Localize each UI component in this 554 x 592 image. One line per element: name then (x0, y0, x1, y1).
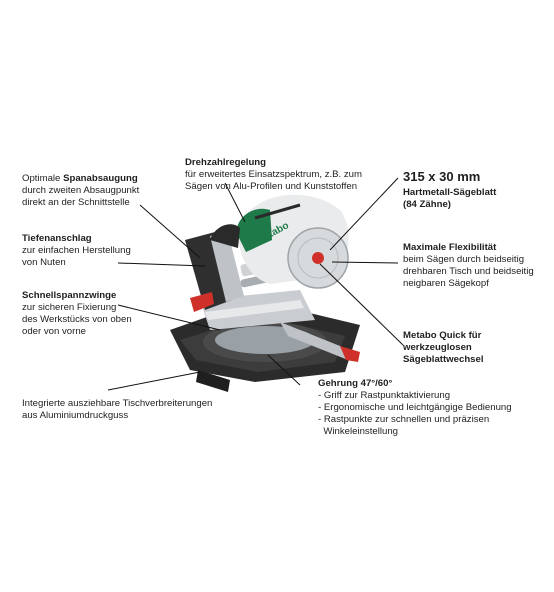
list-item: Winkeleinstellung (318, 426, 398, 437)
label-line: neigbaren Sägekopf (403, 278, 489, 289)
label-line: zur einfachen Herstellung (22, 245, 131, 256)
label-title: werkzeuglosen (403, 342, 472, 353)
label-line: aus Aluminiumdruckguss (22, 410, 129, 421)
label-line: drehbaren Tisch und beidseitig (403, 266, 534, 277)
list-item: - Ergonomische und leichtgängige Bedienu… (318, 402, 512, 413)
label-line: Sägen von Alu-Profilen und Kunststoffen (185, 181, 358, 192)
label-title: Schnellspannzwinge (22, 290, 117, 301)
label-title: Gehrung 47°/60° (318, 378, 393, 389)
annotation-schnellspannzwinge: Schnellspannzwinge zur sicheren Fixierun… (22, 290, 132, 338)
label-prefix: Optimale (22, 173, 64, 184)
annotation-blade: 315 x 30 mm Hartmetall-Sägeblatt (84 Zäh… (403, 169, 496, 211)
mitre-arm (280, 322, 360, 362)
label-title: Sägeblattwechsel (403, 354, 484, 365)
list-item: - Rastpunkte zur schnellen und präzisen (318, 414, 490, 425)
annotation-metabo-quick: Metabo Quick für werkzeuglosen Sägeblatt… (403, 330, 484, 366)
annotation-tiefenanschlag: Tiefenanschlag zur einfachen Herstellung… (22, 233, 131, 269)
label-line: direkt an der Schnittstelle (22, 197, 130, 208)
blade-size: 315 x 30 mm (403, 169, 481, 184)
annotation-spanabsaugung: Optimale Spanabsaugung durch zweiten Abs… (22, 173, 139, 209)
gehrung-list: - Griff zur Rastpunktaktivierung - Ergon… (318, 390, 512, 438)
label-title: Drehzahlregelung (185, 157, 267, 168)
label-line: von Nuten (22, 257, 66, 268)
annotation-tischverbreiterung: Integrierte ausziehbare Tischverbreiteru… (22, 398, 212, 422)
label-line: Integrierte ausziehbare Tischverbreiteru… (22, 398, 213, 409)
label-title: Hartmetall-Sägeblatt (403, 187, 497, 198)
annotation-gehrung: Gehrung 47°/60° - Griff zur Rastpunktakt… (318, 378, 512, 438)
label-title: (84 Zähne) (403, 199, 451, 210)
label-line: beim Sägen durch beidseitig (403, 254, 525, 265)
label-title: Metabo Quick für (403, 330, 482, 341)
leader-lines (107, 177, 404, 391)
label-line: durch zweiten Absaugpunkt (22, 185, 140, 196)
label-title: Spanabsaugung (63, 173, 138, 184)
label-line: zur sicheren Fixierung (22, 302, 117, 313)
label-line: für erweitertes Einsatzspektrum, z.B. zu… (185, 169, 363, 180)
annotation-drehzahlregelung: Drehzahlregelung für erweitertes Einsatz… (185, 157, 362, 193)
label-line: oder von vorne (22, 326, 86, 337)
label-line: des Werkstücks von oben (22, 314, 132, 325)
list-item: - Griff zur Rastpunktaktivierung (318, 390, 451, 401)
label-title: Tiefenanschlag (22, 233, 92, 244)
saw-head (210, 194, 349, 289)
label-title: Maximale Flexibilität (403, 242, 497, 253)
annotation-flexibilitaet: Maximale Flexibilität beim Sägen durch b… (403, 242, 534, 290)
